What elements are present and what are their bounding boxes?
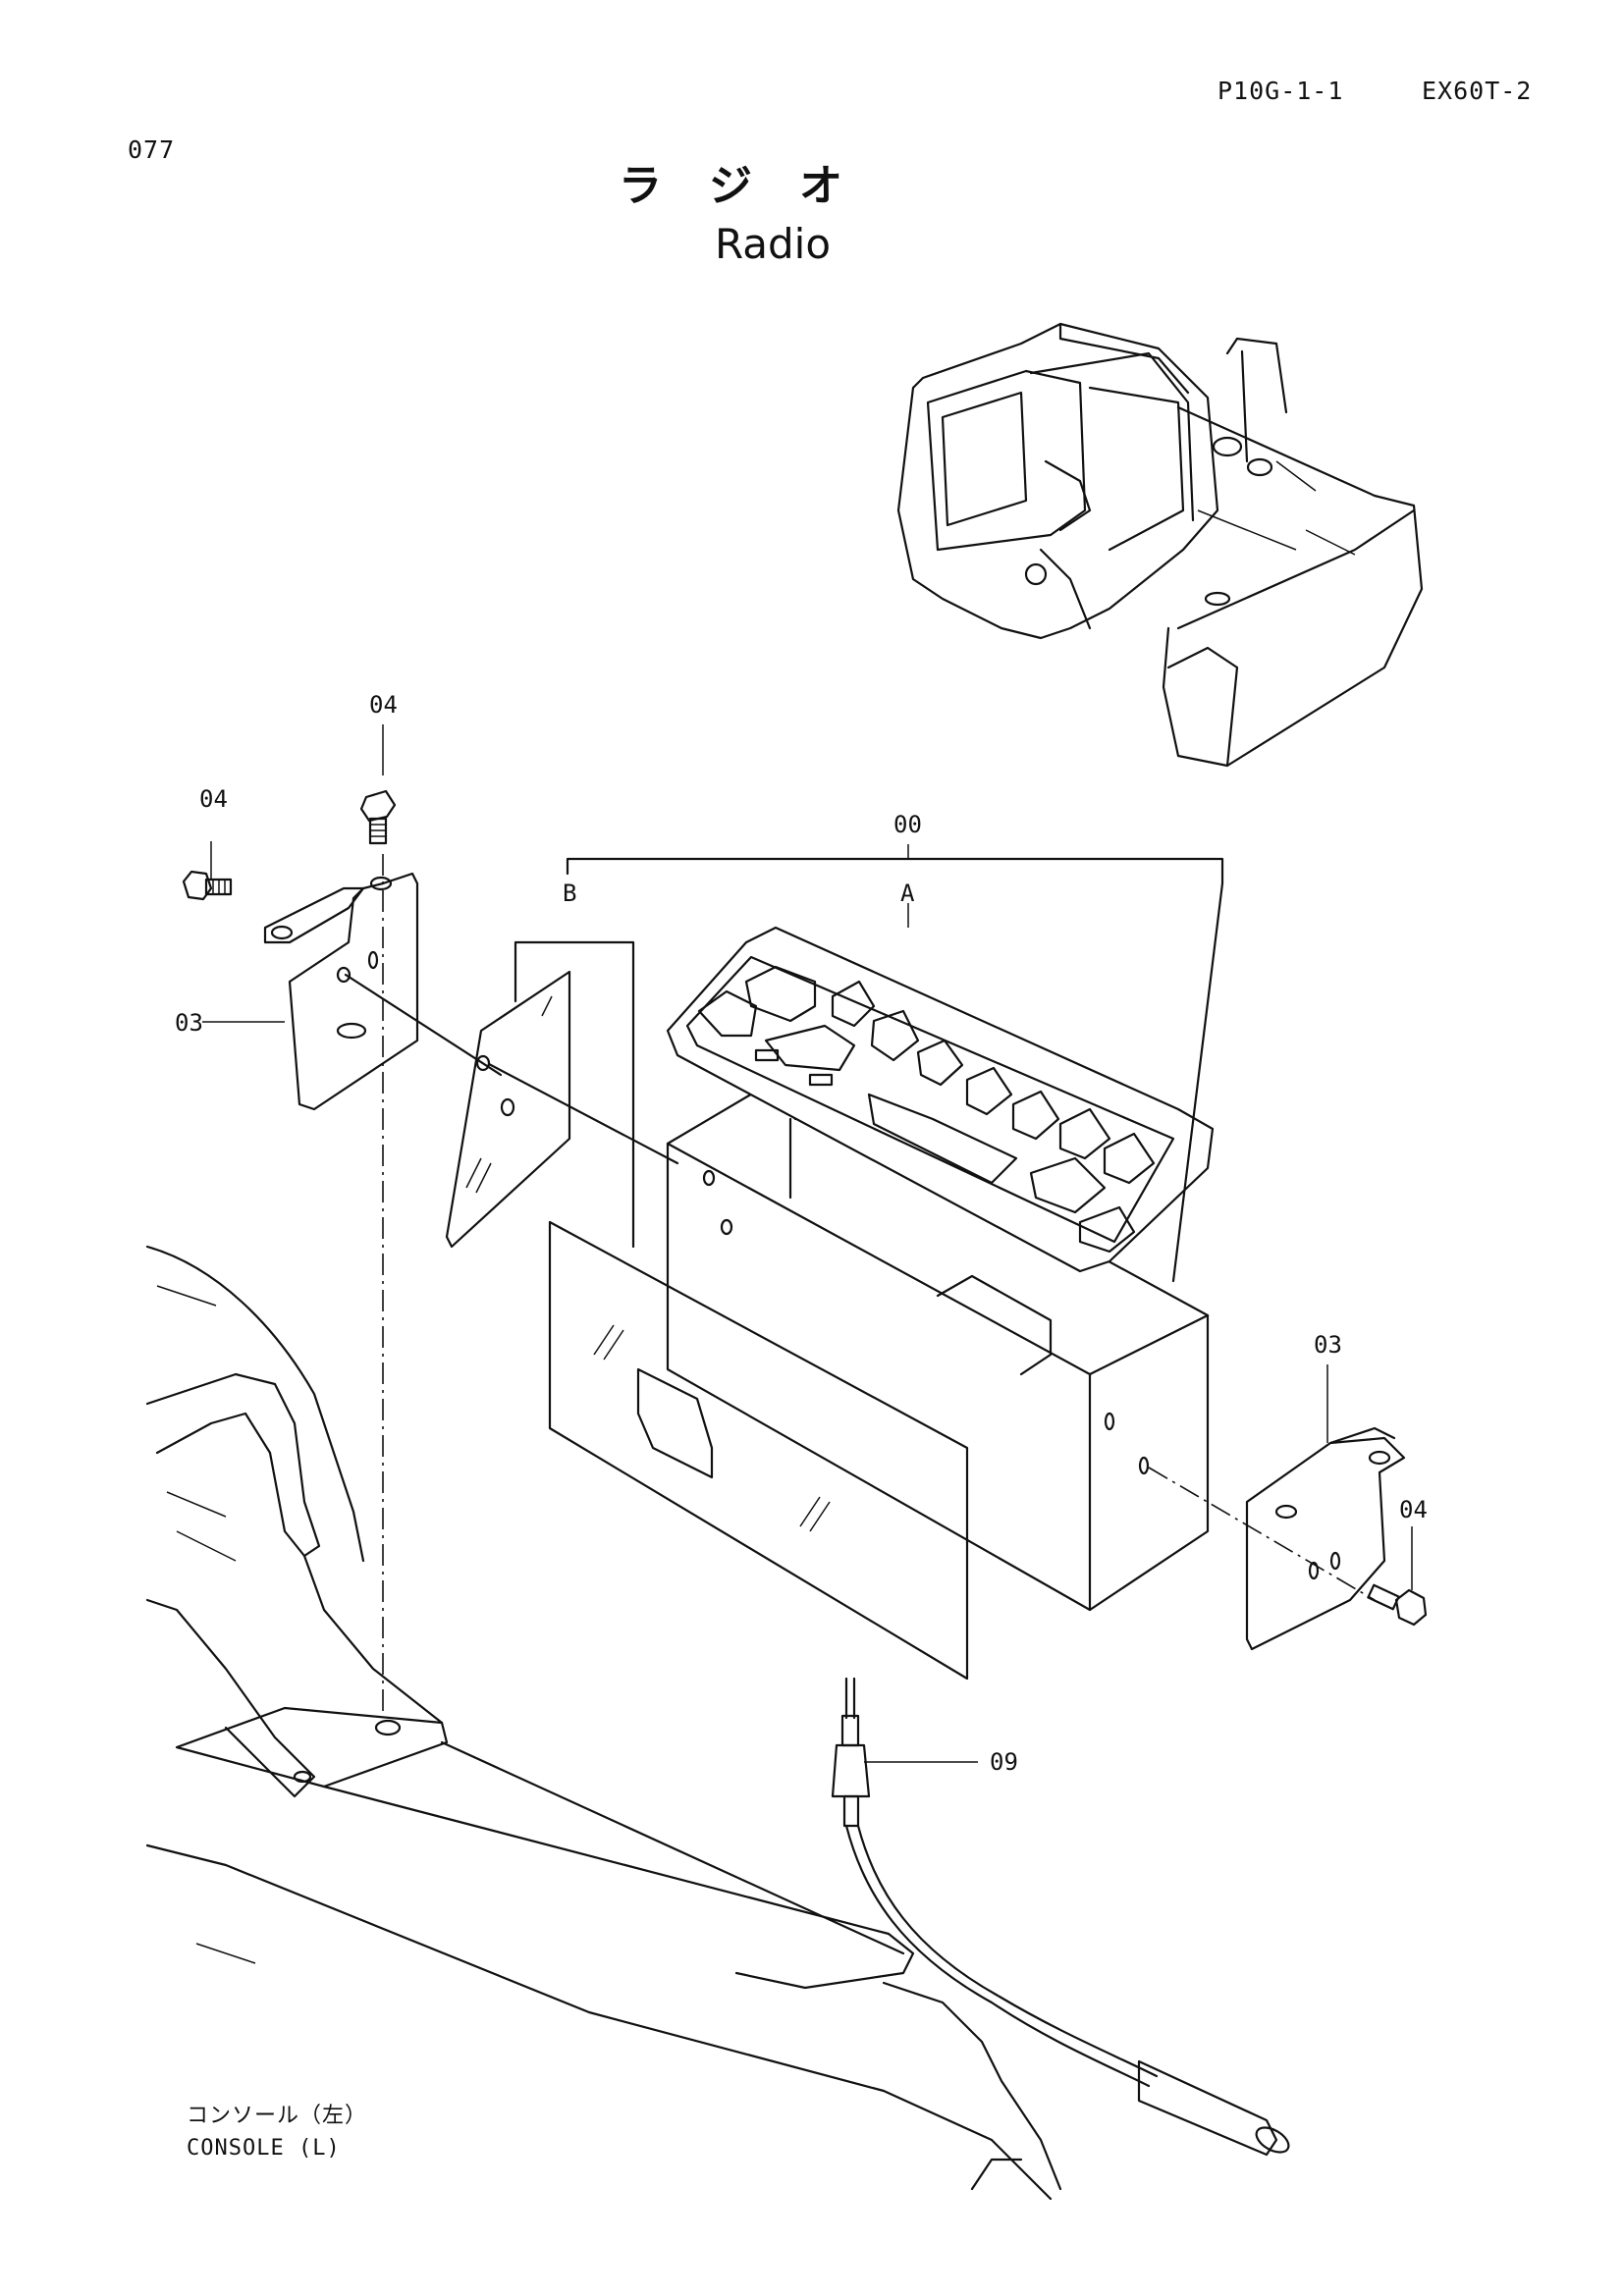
model-number: EX60T-2: [1422, 77, 1533, 105]
callout-04-right: 04: [1399, 1496, 1428, 1523]
bolt-04-top: [359, 789, 397, 845]
leader-line: [344, 973, 503, 1077]
leader-line: [487, 1062, 679, 1165]
excavator-overview-illustration: [896, 322, 1424, 768]
antenna-cable-09: [831, 1677, 1290, 2157]
callout-A: A: [900, 880, 915, 907]
bolt-04-left: [182, 870, 233, 901]
title-japanese: ラ ジ オ: [619, 161, 844, 211]
callout-04-top: 04: [369, 691, 398, 719]
console-label-japanese: コンソール（左）: [187, 2104, 368, 2128]
small-cover-panel-B: [445, 970, 571, 1249]
radio-faceplate-A: [666, 926, 1215, 1273]
callout-B: B: [563, 880, 577, 907]
bracket-B-line: [514, 940, 635, 1249]
callout-03-right: 03: [1314, 1331, 1342, 1359]
callout-03-left: 03: [175, 1009, 203, 1037]
callout-00: 00: [893, 811, 922, 838]
title-english: Radio: [715, 220, 832, 268]
console-left-outline: [145, 1245, 1062, 2201]
mounting-axis-line-right: [1148, 1467, 1376, 1601]
page-number: 077: [128, 135, 176, 164]
large-face-panel: [548, 1220, 969, 1681]
right-bracket: [1245, 1426, 1406, 1651]
bracket-00-line: [566, 857, 1224, 1283]
bolt-04-right: [1367, 1583, 1428, 1627]
callout-04-left: 04: [199, 785, 228, 813]
left-bracket: [263, 872, 419, 1111]
callout-09: 09: [990, 1748, 1018, 1776]
sheet-code: P10G-1-1: [1217, 77, 1344, 105]
console-label-english: CONSOLE (L): [187, 2136, 341, 2161]
